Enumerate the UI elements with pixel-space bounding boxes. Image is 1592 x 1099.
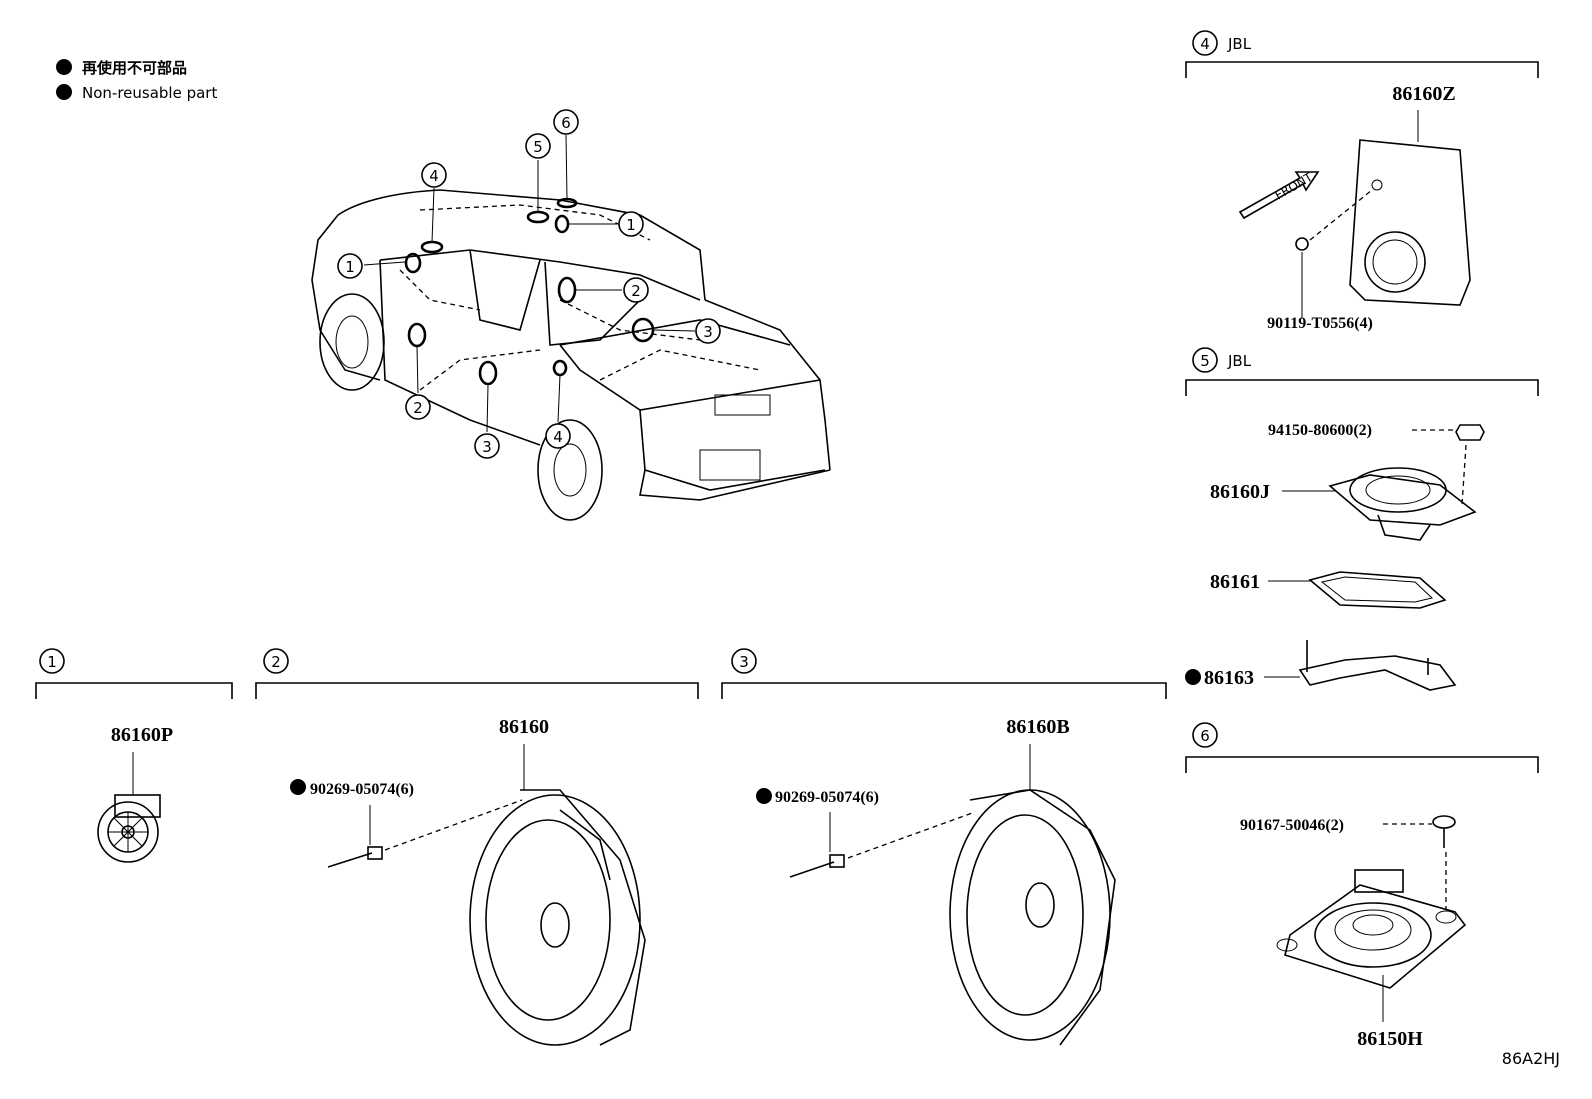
rivet-icon (789, 854, 845, 878)
group-1-number: 1 (47, 653, 57, 671)
callout-2-left: 2 (405, 394, 431, 420)
speaker-icon (1276, 869, 1467, 989)
amplifier-icon (1349, 139, 1471, 306)
part-86163: 86163 (1204, 667, 1254, 689)
non-reusable-dot-icon (1185, 669, 1201, 685)
part-90269-05074-rear: 90269-05074(6) (775, 789, 879, 806)
group-3-number: 3 (739, 653, 749, 671)
group-1-tweeter: 1 86160P (35, 648, 233, 863)
screw-icon (1432, 815, 1456, 848)
nut-icon (1455, 424, 1485, 441)
callout-1-left: 1 (337, 253, 363, 279)
svg-text:4: 4 (429, 167, 439, 185)
non-reusable-dot-icon (290, 779, 306, 795)
group-2-front-door-speaker: 2 86160 90269-05074(6) (255, 648, 699, 1046)
diagram-code: 86A2HJ (1502, 1049, 1560, 1068)
non-reusable-dot-icon (756, 788, 772, 804)
tailgate-handle (714, 394, 771, 416)
part-86160Z: 86160Z (1392, 83, 1455, 105)
part-86160B: 86160B (1006, 716, 1069, 738)
speaker-icon (949, 789, 1116, 1046)
legend: 再使用不可部品 Non-reusable part (56, 59, 217, 102)
callout-2-right: 2 (623, 277, 649, 303)
part-90269-05074-front: 90269-05074(6) (310, 781, 414, 798)
front-arrow-icon: FRONT (1238, 170, 1320, 220)
part-86160P: 86160P (111, 724, 173, 746)
group-4-number: 4 (1200, 35, 1210, 53)
svg-text:6: 6 (561, 114, 571, 132)
svg-text:1: 1 (345, 258, 355, 276)
tweeter-speaker-icon (1328, 467, 1477, 541)
group-5-label: JBL (1227, 352, 1252, 370)
vehicle-callouts: 1 4 2 3 4 5 6 1 2 3 (337, 109, 721, 459)
part-86160J: 86160J (1210, 481, 1270, 503)
callout-6: 6 (553, 109, 579, 135)
vehicle-illustration (311, 134, 831, 521)
front-wheel (319, 293, 385, 391)
rivet-icon (327, 846, 383, 868)
callout-1-right: 1 (618, 211, 644, 237)
group-6-number: 6 (1200, 727, 1210, 745)
svg-text:4: 4 (553, 428, 563, 446)
non-reusable-dot-icon (56, 84, 72, 100)
rear-wheel (537, 419, 603, 521)
callout-5-left: 4 (421, 162, 447, 188)
part-90119-T0556: 90119-T0556(4) (1267, 315, 1373, 332)
group-5-jbl-tweeter: 5 JBL 94150-80600(2) 86160J 86161 86163 (1185, 347, 1539, 691)
legend-jp: 再使用不可部品 (82, 59, 187, 77)
callout-4: 4 (545, 423, 571, 449)
speaker-icon (469, 789, 646, 1046)
group-6-ceiling-speaker: 6 90167-50046(2) 86150H (1185, 722, 1539, 1050)
callout-3-right: 3 (695, 318, 721, 344)
group-4-label: JBL (1227, 35, 1252, 53)
bracket-icon (1298, 640, 1457, 691)
group-5-number: 5 (1200, 352, 1210, 370)
group-4-jbl-amplifier: 4 JBL 86160Z FRONT 90119-T0556(4) (1185, 30, 1539, 332)
callout-5-right: 5 (525, 133, 551, 159)
svg-text:1: 1 (626, 216, 636, 234)
license-plate-recess (699, 449, 761, 481)
svg-text:3: 3 (482, 438, 492, 456)
callout-3-left: 3 (474, 433, 500, 459)
group-3-rear-door-speaker: 3 86160B 90269-05074(6) (721, 648, 1167, 1046)
part-90167-50046: 90167-50046(2) (1240, 817, 1344, 834)
legend-en: Non-reusable part (82, 84, 217, 102)
part-86160: 86160 (499, 716, 549, 738)
svg-text:5: 5 (533, 138, 543, 156)
part-94150-80600: 94150-80600(2) (1268, 422, 1372, 439)
non-reusable-dot-icon (56, 59, 72, 75)
group-2-number: 2 (271, 653, 281, 671)
gasket-icon (1308, 571, 1447, 609)
tweeter-icon (97, 794, 161, 863)
svg-text:2: 2 (631, 282, 641, 300)
svg-text:3: 3 (703, 323, 713, 341)
part-86150H: 86150H (1357, 1028, 1423, 1050)
part-86161: 86161 (1210, 571, 1260, 593)
bolt-icon (1295, 237, 1309, 251)
svg-text:2: 2 (413, 399, 423, 417)
